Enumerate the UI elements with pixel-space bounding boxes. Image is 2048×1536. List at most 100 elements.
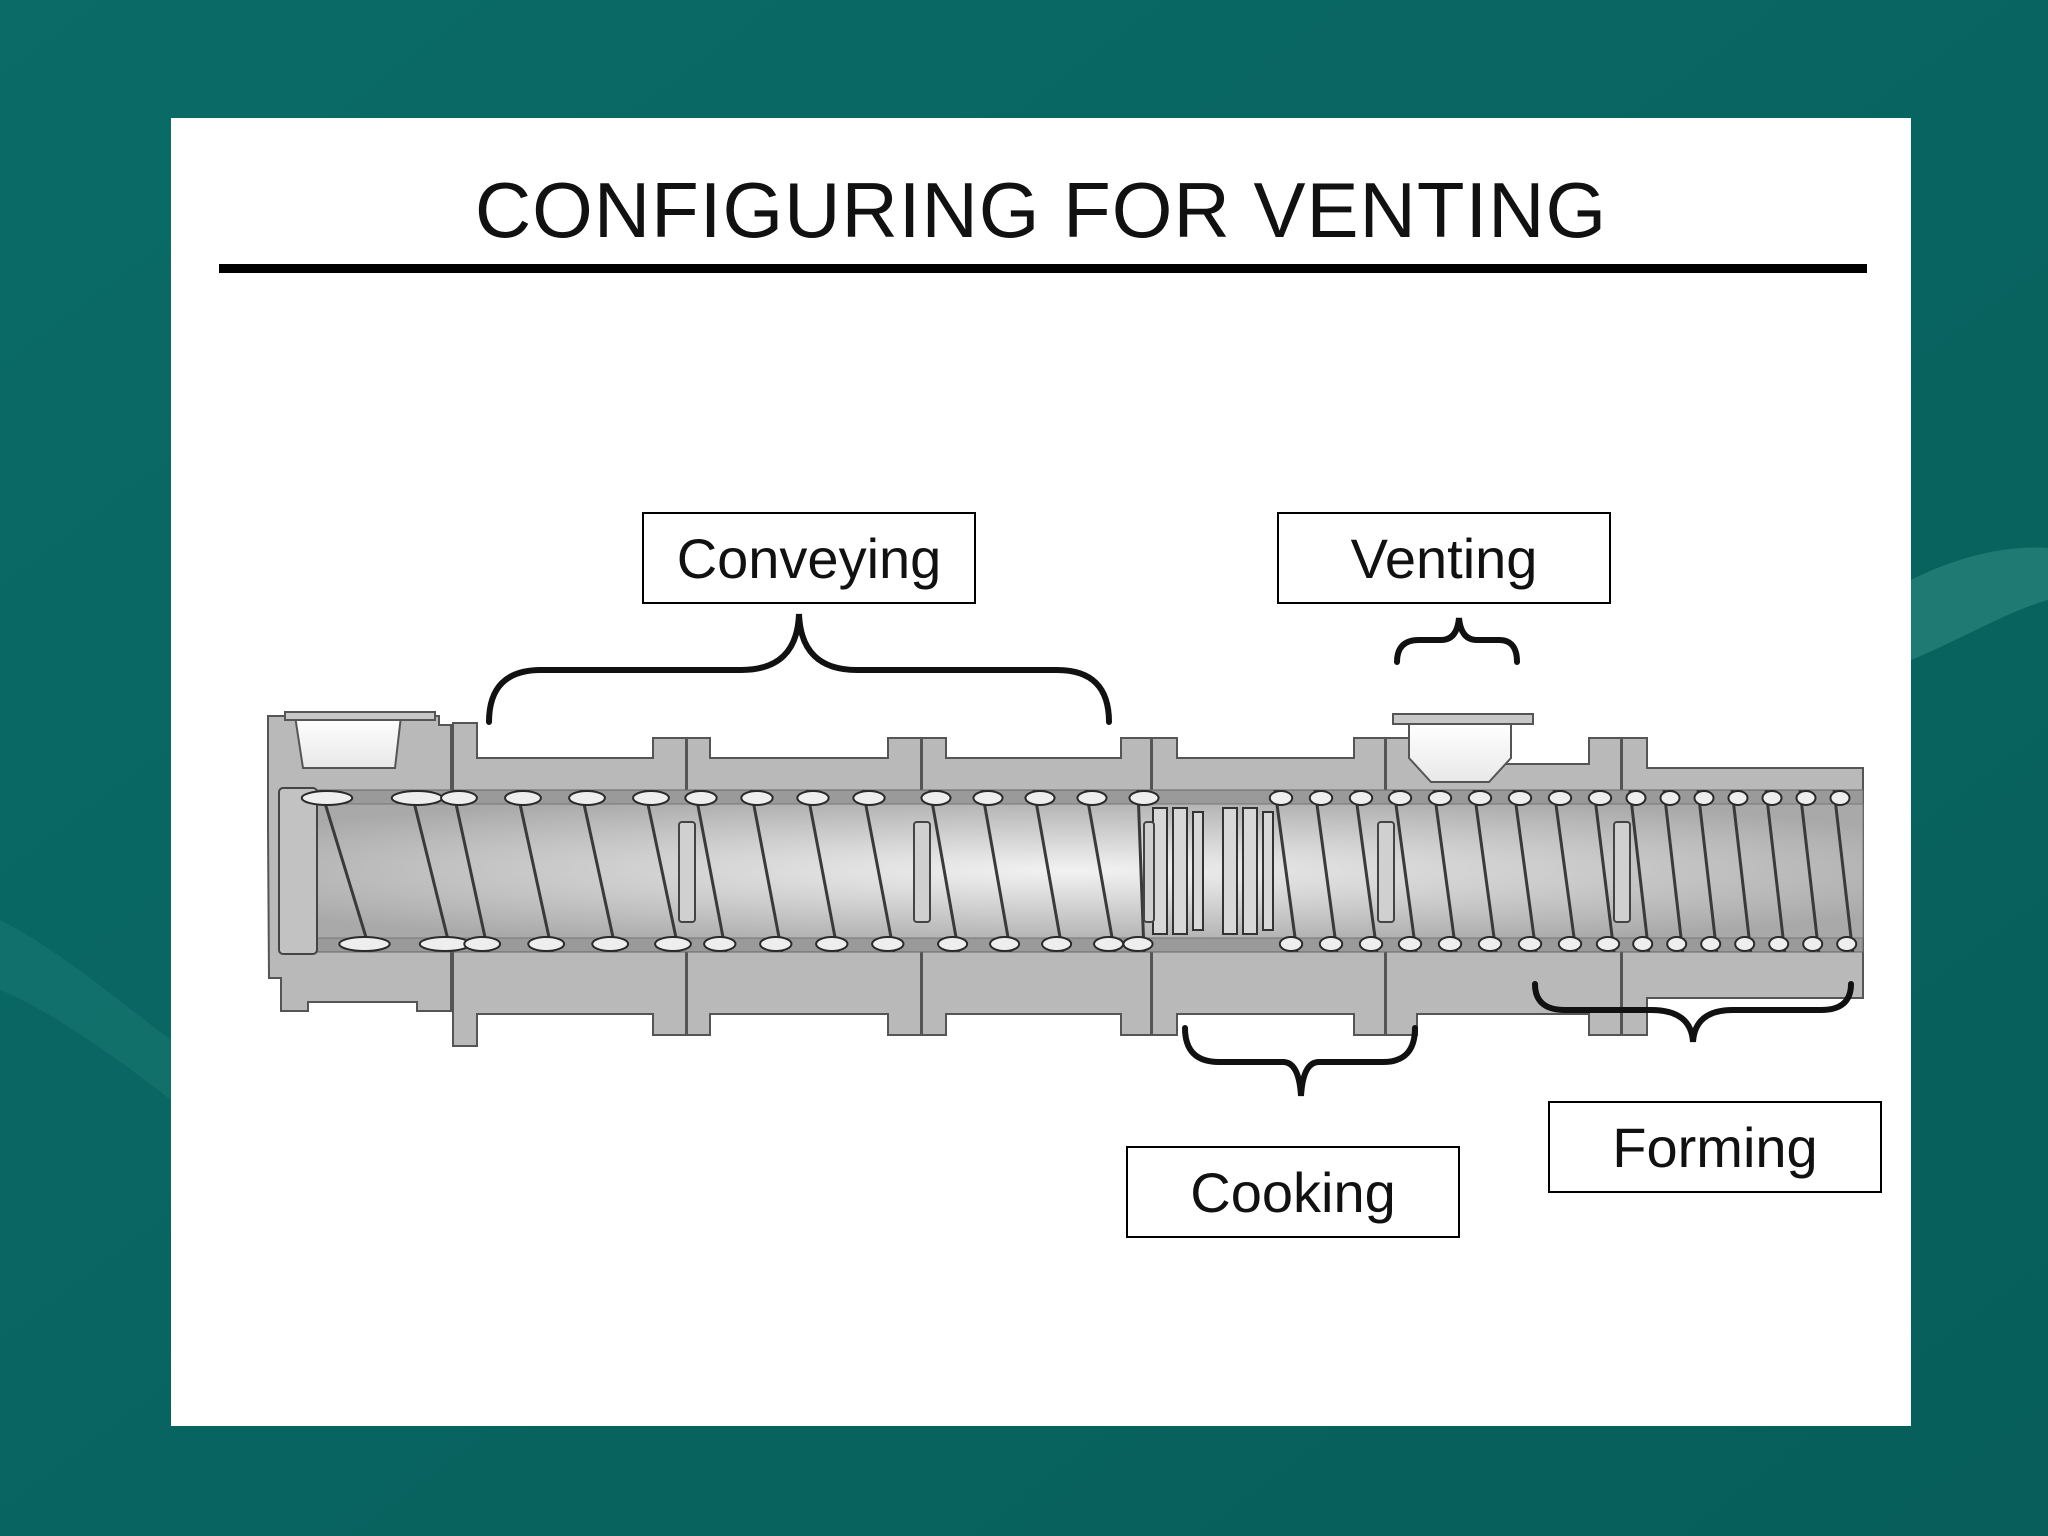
screw-flight bbox=[928, 789, 961, 953]
flight-tip bbox=[1387, 790, 1413, 806]
screw-flight bbox=[805, 789, 840, 953]
flight-tip bbox=[1318, 936, 1344, 952]
zone-braces bbox=[486, 613, 1854, 1097]
flight-tip bbox=[1024, 790, 1056, 806]
slide-title: CONFIGURING FOR VENTING bbox=[474, 166, 1608, 254]
flight-tip bbox=[815, 936, 849, 952]
flight-tip bbox=[1625, 790, 1647, 806]
flight-tip bbox=[1427, 790, 1453, 806]
flight-tip bbox=[1268, 790, 1294, 806]
flight-tip bbox=[1517, 936, 1543, 952]
screw-flight bbox=[1552, 789, 1578, 953]
screw-flight bbox=[1432, 789, 1458, 953]
flight-tip bbox=[338, 936, 391, 952]
screw-flight bbox=[1273, 789, 1299, 953]
flight-tip bbox=[463, 936, 502, 952]
screw-flight bbox=[1662, 789, 1685, 953]
flight-tip bbox=[1761, 790, 1783, 806]
flight-tip bbox=[1076, 790, 1108, 806]
flight-tip bbox=[1659, 790, 1681, 806]
conveying-brace bbox=[486, 613, 1112, 725]
screw-flight bbox=[980, 789, 1013, 953]
flight-tip bbox=[852, 790, 886, 806]
flight-tip bbox=[1358, 936, 1384, 952]
conveying-label: Conveying bbox=[642, 512, 976, 604]
flight-tip bbox=[527, 936, 566, 952]
flight-tip bbox=[1587, 790, 1613, 806]
flight-tip bbox=[1547, 790, 1573, 806]
flight-tip bbox=[1802, 936, 1824, 952]
flight-tip bbox=[1348, 790, 1374, 806]
flight-tip bbox=[1795, 790, 1817, 806]
flight-tip bbox=[1278, 936, 1304, 952]
flight-tip bbox=[632, 790, 670, 806]
flight-tip bbox=[568, 790, 606, 806]
screw-flight bbox=[1084, 789, 1117, 953]
screw-flight bbox=[1696, 789, 1719, 953]
cooking-label: Cooking bbox=[1126, 1146, 1460, 1238]
flight-tip bbox=[440, 790, 478, 806]
flight-tip bbox=[1632, 936, 1654, 952]
screw-flight bbox=[515, 789, 554, 953]
flight-tip bbox=[1768, 936, 1790, 952]
flight-tip bbox=[1437, 936, 1463, 952]
screw-flight bbox=[693, 789, 728, 953]
venting-brace bbox=[1394, 617, 1520, 665]
screw-flight bbox=[643, 789, 681, 953]
screw-flight bbox=[1392, 789, 1418, 953]
screw-flight bbox=[1313, 789, 1339, 953]
flight-tip bbox=[920, 790, 952, 806]
flight-tip bbox=[390, 790, 444, 806]
flight-tip bbox=[300, 790, 354, 806]
flight-tip bbox=[989, 936, 1021, 952]
flight-tip bbox=[1477, 936, 1503, 952]
flight-tip bbox=[1693, 790, 1715, 806]
vent-port bbox=[1392, 713, 1534, 783]
flight-tip bbox=[796, 790, 830, 806]
forming-label: Forming bbox=[1548, 1101, 1882, 1193]
flight-tip bbox=[1829, 790, 1851, 806]
screw-flight bbox=[1136, 789, 1146, 953]
screw-flight bbox=[579, 789, 618, 953]
flight-tip bbox=[684, 790, 718, 806]
flight-tip bbox=[1666, 936, 1688, 952]
flight-tip bbox=[972, 790, 1004, 806]
screw-flight bbox=[749, 789, 784, 953]
extruder-diagram bbox=[267, 613, 1864, 1097]
flight-tip bbox=[1700, 936, 1722, 952]
flight-tip bbox=[1595, 936, 1621, 952]
screw-flight bbox=[1798, 789, 1821, 953]
flight-tip bbox=[1308, 790, 1334, 806]
drive-coupling bbox=[278, 787, 318, 955]
flight-tip bbox=[1467, 790, 1493, 806]
screw-flight bbox=[1472, 789, 1498, 953]
screw-flight bbox=[1512, 789, 1538, 953]
screw-flights bbox=[300, 789, 1858, 953]
feed-hopper bbox=[293, 715, 403, 769]
slide-panel: CONFIGURING FOR VENTING bbox=[171, 118, 1911, 1426]
flight-tip bbox=[1557, 936, 1583, 952]
flight-tip bbox=[703, 936, 737, 952]
flight-tip bbox=[1122, 936, 1154, 952]
flight-tip bbox=[1093, 936, 1125, 952]
segment-joints bbox=[678, 821, 1631, 923]
flight-tip bbox=[591, 936, 630, 952]
flight-tip bbox=[1041, 936, 1073, 952]
kneading-blocks bbox=[1152, 807, 1274, 935]
screw-flight bbox=[1032, 789, 1065, 953]
flight-tip bbox=[759, 936, 793, 952]
cooking-brace bbox=[1182, 1025, 1418, 1097]
screw-flight bbox=[861, 789, 896, 953]
flight-tip bbox=[740, 790, 774, 806]
screw-flight bbox=[1353, 789, 1379, 953]
screw-flight bbox=[451, 789, 490, 953]
screw-flight bbox=[319, 789, 372, 953]
screw-flight bbox=[409, 789, 453, 953]
screw-flight bbox=[1832, 789, 1855, 953]
flight-tip bbox=[504, 790, 542, 806]
flight-tip bbox=[1727, 790, 1749, 806]
flight-tip bbox=[1734, 936, 1756, 952]
screw-flight bbox=[1592, 789, 1616, 953]
screw-flight bbox=[1764, 789, 1787, 953]
flight-tip bbox=[1507, 790, 1533, 806]
